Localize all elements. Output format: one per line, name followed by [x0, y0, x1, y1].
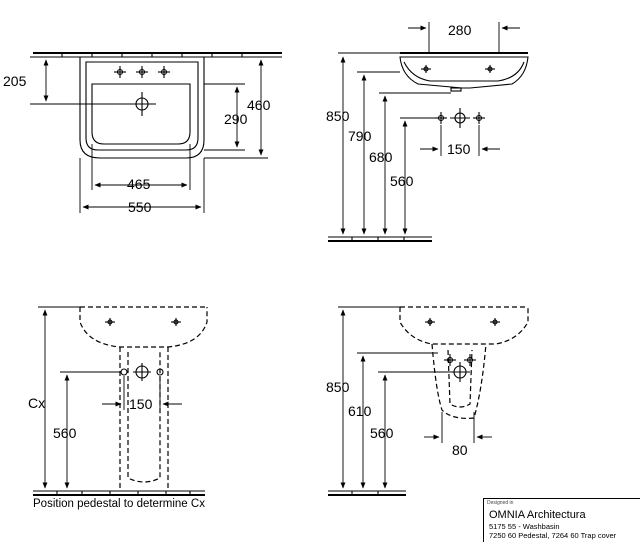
supply-fittings: [444, 354, 476, 382]
basin-front: [399, 56, 529, 89]
dim-205: 205: [3, 73, 27, 89]
supply-fittings: [120, 363, 164, 381]
overflow-holes: [421, 65, 495, 73]
drain: [128, 92, 156, 116]
dim-150-bl: 150: [129, 396, 153, 412]
dim-850-br: 850: [326, 379, 350, 395]
product-title: OMNIA Architectura: [489, 509, 586, 521]
dim-460: 460: [247, 97, 271, 113]
dim-560-top: 560: [390, 173, 414, 189]
basin-inner-rim: [85, 61, 199, 151]
pedestal-side-view: 850 610 560 80: [326, 306, 529, 496]
dim-560-br: 560: [370, 425, 394, 441]
title-block: Designed in OMNIA Architectura 5175 55 -…: [483, 498, 640, 542]
dim-560-bl: 560: [53, 425, 77, 441]
supply-fittings: [435, 108, 485, 128]
wall-line: [400, 52, 528, 58]
spec-line-2: 7250 60 Pedestal, 7264 60 Trap cover: [489, 531, 617, 540]
dim-150-top: 150: [447, 141, 471, 157]
dim-850-top: 850: [326, 108, 350, 124]
dim-610: 610: [348, 403, 372, 419]
basin-bowl: [91, 83, 191, 145]
position-note: Position pedestal to determine Cx: [33, 498, 205, 510]
floor-tiles: [33, 490, 205, 496]
dim-290: 290: [224, 111, 248, 127]
dim-790: 790: [348, 128, 372, 144]
dim-680: 680: [369, 149, 393, 165]
plan-view: 205 290 460 465 550: [3, 52, 282, 215]
pedestal-front-view: Cx 560 150: [28, 306, 208, 496]
dim-280: 280: [448, 22, 472, 38]
tap-holes: [114, 66, 170, 78]
wall-tiles: [33, 52, 282, 58]
basin-outline: [79, 57, 205, 159]
floor-tiles: [328, 236, 432, 242]
front-elevation-view: 280 150 850 790 680 560: [326, 22, 529, 242]
dim-80: 80: [452, 442, 468, 458]
dim-465: 465: [127, 176, 151, 192]
dim-550: 550: [128, 199, 152, 215]
dim-cx: Cx: [28, 395, 45, 411]
brand-label: Designed in: [487, 500, 514, 506]
spec-line-1: 5175 55 - Washbasin: [489, 522, 560, 531]
floor-tiles: [328, 490, 406, 496]
